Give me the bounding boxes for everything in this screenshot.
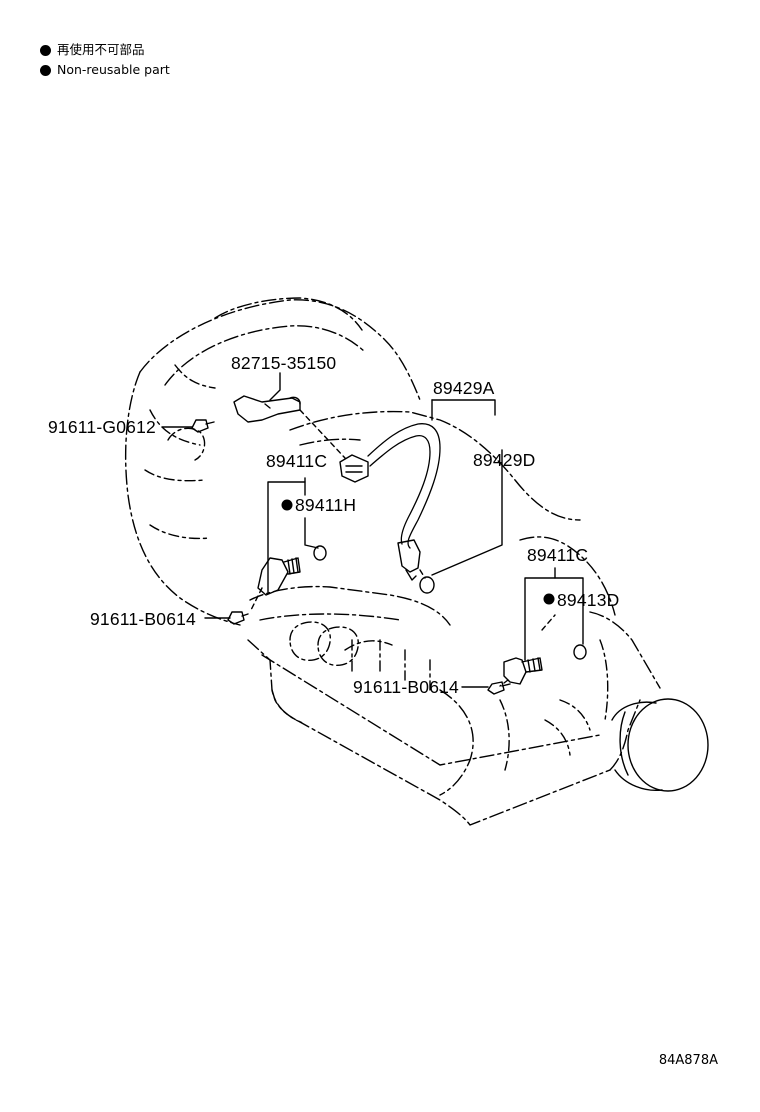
non-reusable-dot-icon <box>543 593 555 605</box>
bell-housing-inner <box>164 325 366 386</box>
bracket-tab <box>289 396 301 405</box>
assembly-line-right-sensor <box>499 679 509 687</box>
output-flange-side <box>614 769 663 792</box>
case-rib-b <box>344 640 393 651</box>
bolt-right-part <box>487 681 511 695</box>
label-right-set: 89411C <box>527 545 588 565</box>
leader-left-oring <box>304 517 319 549</box>
leader-left-set <box>267 477 306 593</box>
bracket-part <box>233 395 301 423</box>
extension-housing-top <box>589 611 661 689</box>
output-flange-outer <box>627 698 709 792</box>
case-inner-curve <box>499 699 510 771</box>
case-top-edge-2 <box>299 438 361 446</box>
oil-pan-outline <box>247 639 611 826</box>
case-side-mid <box>259 613 401 621</box>
harness-connector <box>339 454 369 483</box>
bell-housing-rim <box>214 297 363 331</box>
label-harness-a: 89429A <box>433 378 495 398</box>
label-right-oring: 89413D <box>557 590 620 610</box>
leader-right-set-r <box>554 577 584 645</box>
assembly-line-right-sensor-2 <box>541 614 556 631</box>
label-bolt-upper: 91611-G0612 <box>48 417 156 437</box>
legend-text-japanese: 再使用不可部品 <box>57 42 145 57</box>
oil-pan-lip <box>261 654 601 766</box>
harness-cable-outer <box>367 423 441 549</box>
housing-boss <box>167 427 206 461</box>
housing-rib-3 <box>149 524 211 540</box>
harness-oring <box>419 576 435 594</box>
case-side-upper <box>249 585 451 626</box>
case-bolt-boss-1 <box>289 621 331 662</box>
legend-item-english: Non-reusable part <box>40 62 170 78</box>
right-sensor-oring <box>573 644 587 660</box>
housing-rib-2 <box>144 469 206 482</box>
harness-cable-inner <box>369 434 431 545</box>
left-sensor-oring <box>313 545 327 561</box>
case-lower-bulge <box>439 689 474 796</box>
right-sensor-body <box>503 657 527 685</box>
output-flange-rim <box>611 701 657 721</box>
assembly-line-harness <box>419 569 426 579</box>
harness-lower-connector <box>397 539 421 573</box>
output-flange-edge <box>619 711 629 776</box>
drawing-code: 84A878A <box>658 1053 718 1068</box>
left-sensor-thread <box>287 557 299 575</box>
extension-mid <box>599 639 609 721</box>
label-bracket: 82715-35150 <box>231 353 336 373</box>
bolt-left-part <box>227 611 249 625</box>
leader-harness-a <box>431 399 496 416</box>
right-sensor-shaft <box>521 657 543 673</box>
case-top-edge <box>289 410 581 521</box>
label-left-oring: 89411H <box>295 495 356 515</box>
bolt-upper-part <box>191 419 215 433</box>
harness-lower-tip <box>405 569 417 581</box>
leader-bracket <box>269 372 281 401</box>
bell-housing-outline <box>139 299 421 401</box>
oil-pan-bottom <box>271 689 306 725</box>
legend-item-japanese: 再使用不可部品 <box>40 42 145 58</box>
label-harness-d: 89429D <box>473 450 536 470</box>
case-bolt-boss-2 <box>317 626 359 667</box>
housing-rib-4 <box>174 364 216 389</box>
harness-connector-lines <box>345 465 363 473</box>
label-left-set: 89411C <box>266 451 327 471</box>
assembly-line-left-sensor <box>249 587 263 613</box>
legend-text-english: Non-reusable part <box>57 62 170 77</box>
non-reusable-dot-icon <box>281 499 293 511</box>
case-rib-a <box>351 639 431 691</box>
leader-right-set <box>524 567 556 661</box>
left-sensor-body <box>257 557 289 596</box>
label-bolt-left: 91611-B0614 <box>90 609 196 629</box>
housing-rib-1 <box>149 409 201 446</box>
assembly-line-bracket <box>299 409 346 459</box>
label-bolt-right: 91611-B0614 <box>353 677 459 697</box>
right-sensor-thread <box>527 657 541 673</box>
case-shoulder <box>519 536 616 616</box>
leader-harness-d <box>431 449 503 576</box>
bell-housing-left <box>124 371 241 626</box>
bracket-hole <box>264 403 271 409</box>
extension-housing-bottom <box>609 699 641 771</box>
non-reusable-dot-icon <box>40 64 51 76</box>
extension-ribs <box>544 699 591 756</box>
non-reusable-dot-icon <box>40 44 51 56</box>
